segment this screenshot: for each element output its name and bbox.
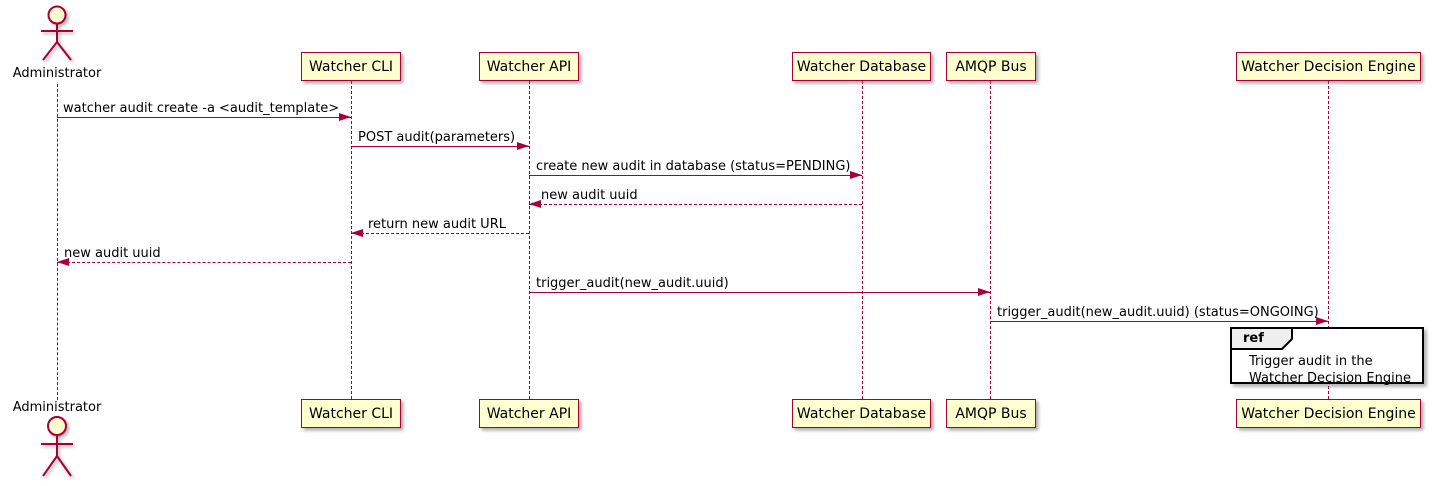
message-line (529, 204, 862, 205)
lifeline-amqp-bus (990, 81, 991, 399)
participant-watcher-cli-top: Watcher CLI (301, 52, 401, 81)
ref-text-line2: Watcher Decision Engine (1249, 371, 1411, 386)
message-arrowhead (850, 171, 862, 179)
message-line (990, 321, 1328, 322)
message-label: create new audit in database (status=PEN… (536, 159, 851, 174)
ref-keyword: ref (1243, 331, 1264, 346)
participant-label-administrator-bottom: Administrator (12, 400, 102, 415)
message-line (351, 146, 529, 147)
participant-watcher-decision-engine-bottom: Watcher Decision Engine (1236, 399, 1421, 428)
actor-icon-administrator-bottom (35, 415, 79, 483)
message-arrowhead (351, 229, 363, 237)
message-line (57, 262, 351, 263)
ref-fragment: ref Trigger audit in the Watcher Decisio… (1230, 327, 1424, 386)
lifeline-watcher-decision-engine (1328, 81, 1329, 399)
participant-watcher-database-bottom: Watcher Database (792, 399, 931, 428)
message-arrowhead (529, 200, 541, 208)
message-label: trigger_audit(new_audit.uuid) (status=ON… (997, 305, 1319, 320)
message-line (529, 292, 990, 293)
participant-watcher-api-top: Watcher API (479, 52, 579, 81)
participant-watcher-api-bottom: Watcher API (479, 399, 579, 428)
participant-watcher-decision-engine-top: Watcher Decision Engine (1236, 52, 1421, 81)
message-arrowhead (978, 288, 990, 296)
participant-amqp-bus-bottom: AMQP Bus (946, 399, 1036, 428)
message-label: new audit uuid (541, 188, 638, 203)
message-label: return new audit URL (368, 217, 506, 232)
message-label: POST audit(parameters) (358, 130, 516, 145)
participant-watcher-cli-bottom: Watcher CLI (301, 399, 401, 428)
message-line (57, 117, 351, 118)
ref-text-line1: Trigger audit in the (1249, 354, 1373, 369)
message-label: trigger_audit(new_audit.uuid) (536, 276, 729, 291)
lifeline-watcher-api (529, 81, 530, 399)
message-line (529, 175, 862, 176)
message-label: watcher audit create -a <audit_template> (63, 101, 340, 116)
lifeline-administrator (57, 84, 58, 400)
participant-label-administrator-top: Administrator (12, 66, 102, 81)
participant-watcher-database-top: Watcher Database (792, 52, 931, 81)
actor-icon-administrator (35, 5, 79, 67)
message-arrowhead (1316, 317, 1328, 325)
message-arrowhead (517, 142, 529, 150)
participant-amqp-bus-top: AMQP Bus (946, 52, 1036, 81)
message-label: new audit uuid (64, 246, 161, 261)
message-line (351, 233, 529, 234)
ref-tag-pentagon-icon (1230, 327, 1293, 350)
lifeline-watcher-database (862, 81, 863, 399)
message-arrowhead (339, 113, 351, 121)
message-arrowhead (57, 258, 69, 266)
lifeline-watcher-cli (351, 81, 352, 399)
